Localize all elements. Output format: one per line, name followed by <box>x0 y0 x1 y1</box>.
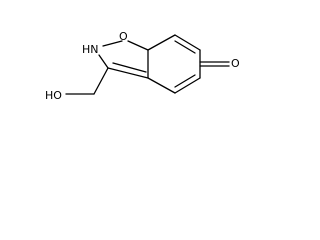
bond-c7a-c7 <box>147 34 176 51</box>
bond-n2-c3 <box>98 54 109 69</box>
chemical-structure-diagram: O HN O HO <box>45 30 240 102</box>
atom-label-ring-oxygen: O <box>119 30 128 43</box>
atom-label-ring-nitrogen: HN <box>82 43 99 56</box>
bond-c5-c4-inner <box>174 74 196 88</box>
atom-label-hydroxyl: HO <box>45 89 62 102</box>
bond-c3-ch2 <box>93 67 109 95</box>
bond-c7a-o1 <box>127 40 149 51</box>
atom-label-carbonyl-oxygen: O <box>231 57 240 70</box>
bond-c7-c6 <box>174 34 201 51</box>
bond-o1-n2 <box>102 40 123 47</box>
bond-c3-c3a <box>107 67 149 79</box>
bond-c3-c3a-inner <box>112 62 147 73</box>
bond-c4-c3a <box>147 77 176 94</box>
bond-c5-c4 <box>174 77 201 94</box>
bond-c7-c6-inner <box>174 40 196 54</box>
